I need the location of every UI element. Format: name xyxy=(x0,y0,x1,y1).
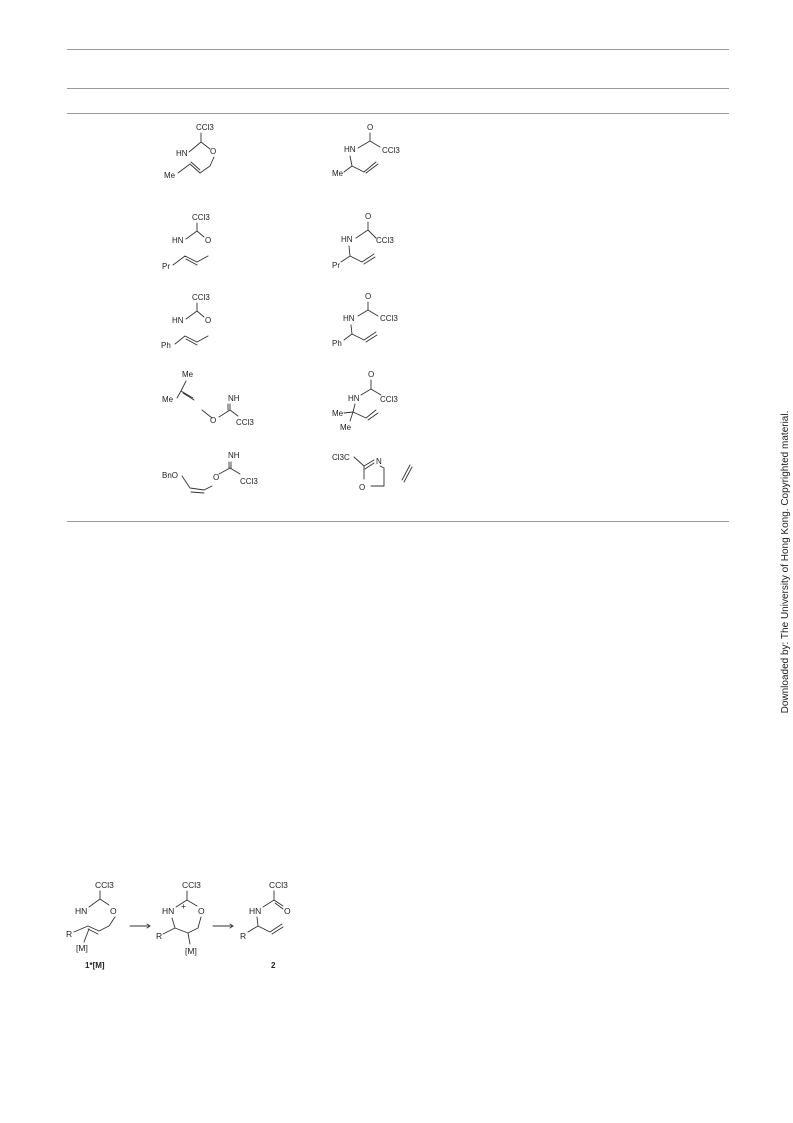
ccl3-label: CCl3 xyxy=(192,293,210,302)
double-bond-line xyxy=(190,161,201,171)
o-label: O xyxy=(205,236,211,245)
me-lower-label: Me xyxy=(340,423,352,432)
hn-label: HN xyxy=(344,145,356,154)
bond-lines xyxy=(353,456,413,487)
o-label: O xyxy=(210,416,216,425)
ccl3-label: CCl3 xyxy=(236,418,254,427)
o-label: O xyxy=(110,906,117,916)
row5-product-structure: Cl3C N O xyxy=(328,446,428,506)
ccl3-label: CCl3 xyxy=(192,213,210,222)
row4-product-structure: O HN CCl3 Me Me xyxy=(328,366,418,436)
ccl3-label: CCl3 xyxy=(182,880,201,890)
r-label: R xyxy=(156,931,162,941)
bond-lines xyxy=(172,222,209,266)
scheme-arrow-1 xyxy=(129,923,151,929)
ccl3-label: CCl3 xyxy=(95,880,114,890)
hn-label: HN xyxy=(176,149,188,158)
bond-lines xyxy=(73,890,116,943)
bond-lines xyxy=(162,890,202,945)
hn-label: HN xyxy=(162,906,174,916)
hn-label: HN xyxy=(341,235,353,244)
o-label: O xyxy=(365,212,371,221)
row4-substrate-structure: Me Me NH O CCl3 xyxy=(160,366,270,436)
o-label: O xyxy=(365,292,371,301)
nh-label: NH xyxy=(228,451,240,460)
r-label: Pr xyxy=(162,262,170,271)
nh-label: NH xyxy=(228,394,240,403)
bond-lines xyxy=(340,221,377,265)
o-label: O xyxy=(210,147,216,156)
r-label: Ph xyxy=(332,339,342,348)
bond-lines xyxy=(343,379,382,422)
ccl3-label: CCl3 xyxy=(196,123,214,132)
o-label: O xyxy=(284,906,291,916)
me-left-label: Me xyxy=(162,395,174,404)
table-header-rule xyxy=(67,113,729,114)
download-watermark: Downloaded by: The University of Hong Ko… xyxy=(780,410,791,714)
hn-label: HN xyxy=(348,394,360,403)
o-label: O xyxy=(368,370,374,379)
ccl3-label: CCl3 xyxy=(240,477,258,486)
n-label: N xyxy=(376,457,382,466)
hn-label: HN xyxy=(343,314,355,323)
me-top-label: Me xyxy=(182,370,194,379)
bond-lines xyxy=(247,890,284,935)
hn-label: HN xyxy=(172,316,184,325)
bond-lines xyxy=(176,380,239,419)
r-label: R xyxy=(240,931,246,941)
me-label: Me xyxy=(164,171,176,180)
mechanism-scheme: CCl3 HN O R [M] 1*[M] CCl3 HN + O R [M] … xyxy=(62,876,312,976)
me-upper-label: Me xyxy=(332,409,344,418)
ccl3-label: CCl3 xyxy=(382,146,400,155)
compound-label: 2 xyxy=(271,961,276,970)
m-label: [M] xyxy=(76,943,88,953)
scheme-structure-2: CCl3 HN + O R [M] xyxy=(156,880,205,956)
table-bottom-rule xyxy=(67,521,729,522)
ccl3-label: CCl3 xyxy=(380,314,398,323)
table-caption-rule xyxy=(67,88,729,89)
r-label: Ph xyxy=(161,341,171,350)
row3-substrate-structure: CCl3 HN O Ph xyxy=(160,288,240,353)
row2-product-structure: O HN CCl3 Pr xyxy=(328,208,418,273)
bond-lines xyxy=(177,132,215,174)
o-label: O xyxy=(213,473,219,482)
o-label: O xyxy=(367,123,373,132)
ccl3-label: CCl3 xyxy=(376,236,394,245)
table-top-rule xyxy=(67,49,729,50)
bond-lines xyxy=(174,302,209,346)
hn-label: HN xyxy=(249,906,261,916)
ccl3-label: CCl3 xyxy=(269,880,288,890)
bond-lines xyxy=(181,461,241,494)
bond-lines xyxy=(343,132,381,174)
r-label: Pr xyxy=(332,261,340,270)
row2-substrate-structure: CCl3 HN O Pr xyxy=(160,208,240,273)
r-label: R xyxy=(66,929,72,939)
me-label: Me xyxy=(332,169,344,178)
row3-product-structure: O HN CCl3 Ph xyxy=(328,288,418,353)
plus-label: + xyxy=(181,901,186,911)
m-label: [M] xyxy=(185,946,197,956)
hn-label: HN xyxy=(172,236,184,245)
row5-substrate-structure: NH BnO O CCl3 xyxy=(160,446,270,506)
bno-label: BnO xyxy=(162,471,178,480)
row1-substrate-structure: CCl3 HN O Me xyxy=(160,120,240,185)
row1-product-structure: O HN CCl3 Me xyxy=(328,120,418,185)
o-label: O xyxy=(359,483,365,492)
hn-label: HN xyxy=(75,906,87,916)
compound-label: 1*[M] xyxy=(85,961,105,970)
o-label: O xyxy=(205,316,211,325)
cl3c-label: Cl3C xyxy=(332,453,350,462)
ccl3-label: CCl3 xyxy=(380,395,398,404)
bond-lines xyxy=(343,301,379,343)
o-label: O xyxy=(198,906,205,916)
scheme-arrow-2 xyxy=(212,923,234,929)
scheme-structure-1: CCl3 HN O R [M] 1*[M] xyxy=(66,880,117,970)
scheme-structure-3: CCl3 HN O R 2 xyxy=(240,880,291,970)
